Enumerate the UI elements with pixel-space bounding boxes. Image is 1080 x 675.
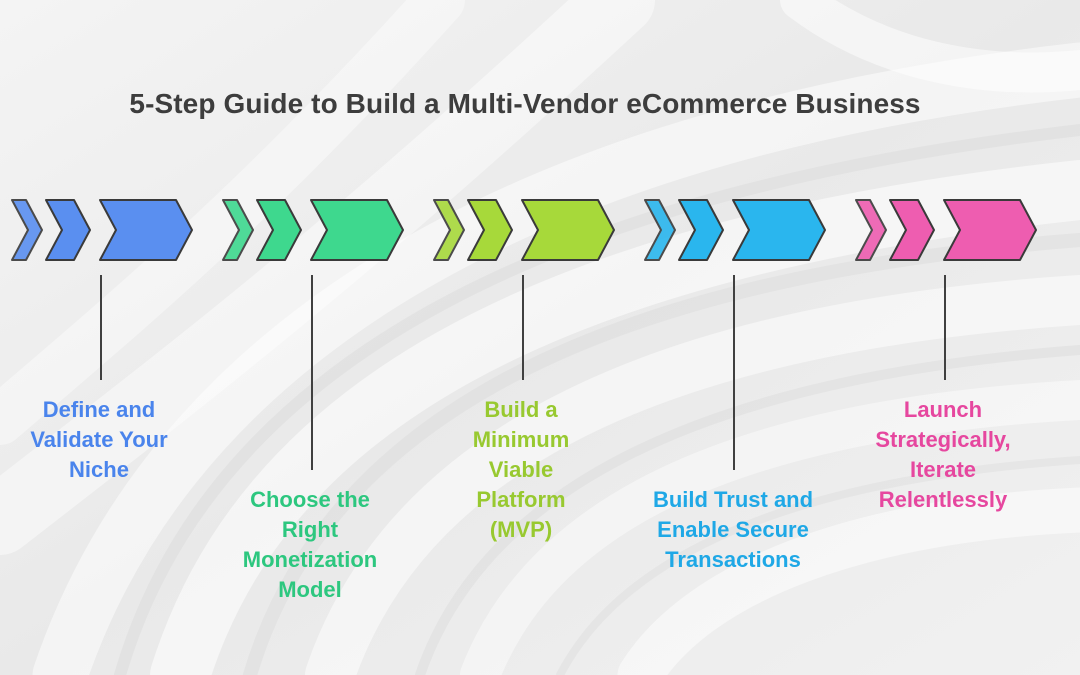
step-3-label: Build a Minimum Viable Platform (MVP)	[472, 397, 570, 542]
step-4-connector	[733, 275, 735, 470]
step-2-chevron-1	[222, 199, 254, 261]
step-1-chevron-1	[11, 199, 43, 261]
step-2-chevron-2	[256, 199, 302, 261]
step-1-chevron-arrows-icon	[11, 199, 193, 261]
step-4-chevron-2	[678, 199, 724, 261]
step-4-chevron-1	[644, 199, 676, 261]
step-3-chevron-2	[467, 199, 513, 261]
step-2-chevron-3	[310, 199, 404, 261]
step-5-label: Launch Strategically, Iterate Relentless…	[875, 397, 1011, 512]
step-4-chevron-3	[732, 199, 826, 261]
step-4-chevron-arrows-icon	[644, 199, 826, 261]
step-5-chevron-2	[889, 199, 935, 261]
step-1-chevron-2	[45, 199, 91, 261]
step-2-connector	[311, 275, 313, 470]
step-1-label: Define and Validate Your Niche	[30, 397, 168, 482]
step-2-label: Choose the Right Monetization Model	[242, 487, 378, 602]
step-3-chevron-1	[433, 199, 465, 261]
step-5-connector	[944, 275, 946, 380]
step-1-chevron-3	[99, 199, 193, 261]
page-title: 5-Step Guide to Build a Multi-Vendor eCo…	[129, 88, 921, 119]
step-1-connector	[100, 275, 102, 380]
step-2-chevron-arrows-icon	[222, 199, 404, 261]
step-5-chevron-3	[943, 199, 1037, 261]
step-5-chevron-arrows-icon	[855, 199, 1037, 261]
step-3-chevron-3	[521, 199, 615, 261]
step-5-chevron-1	[855, 199, 887, 261]
step-3-chevron-arrows-icon	[433, 199, 615, 261]
step-4-label: Build Trust and Enable Secure Transactio…	[652, 487, 814, 572]
step-3-connector	[522, 275, 524, 380]
